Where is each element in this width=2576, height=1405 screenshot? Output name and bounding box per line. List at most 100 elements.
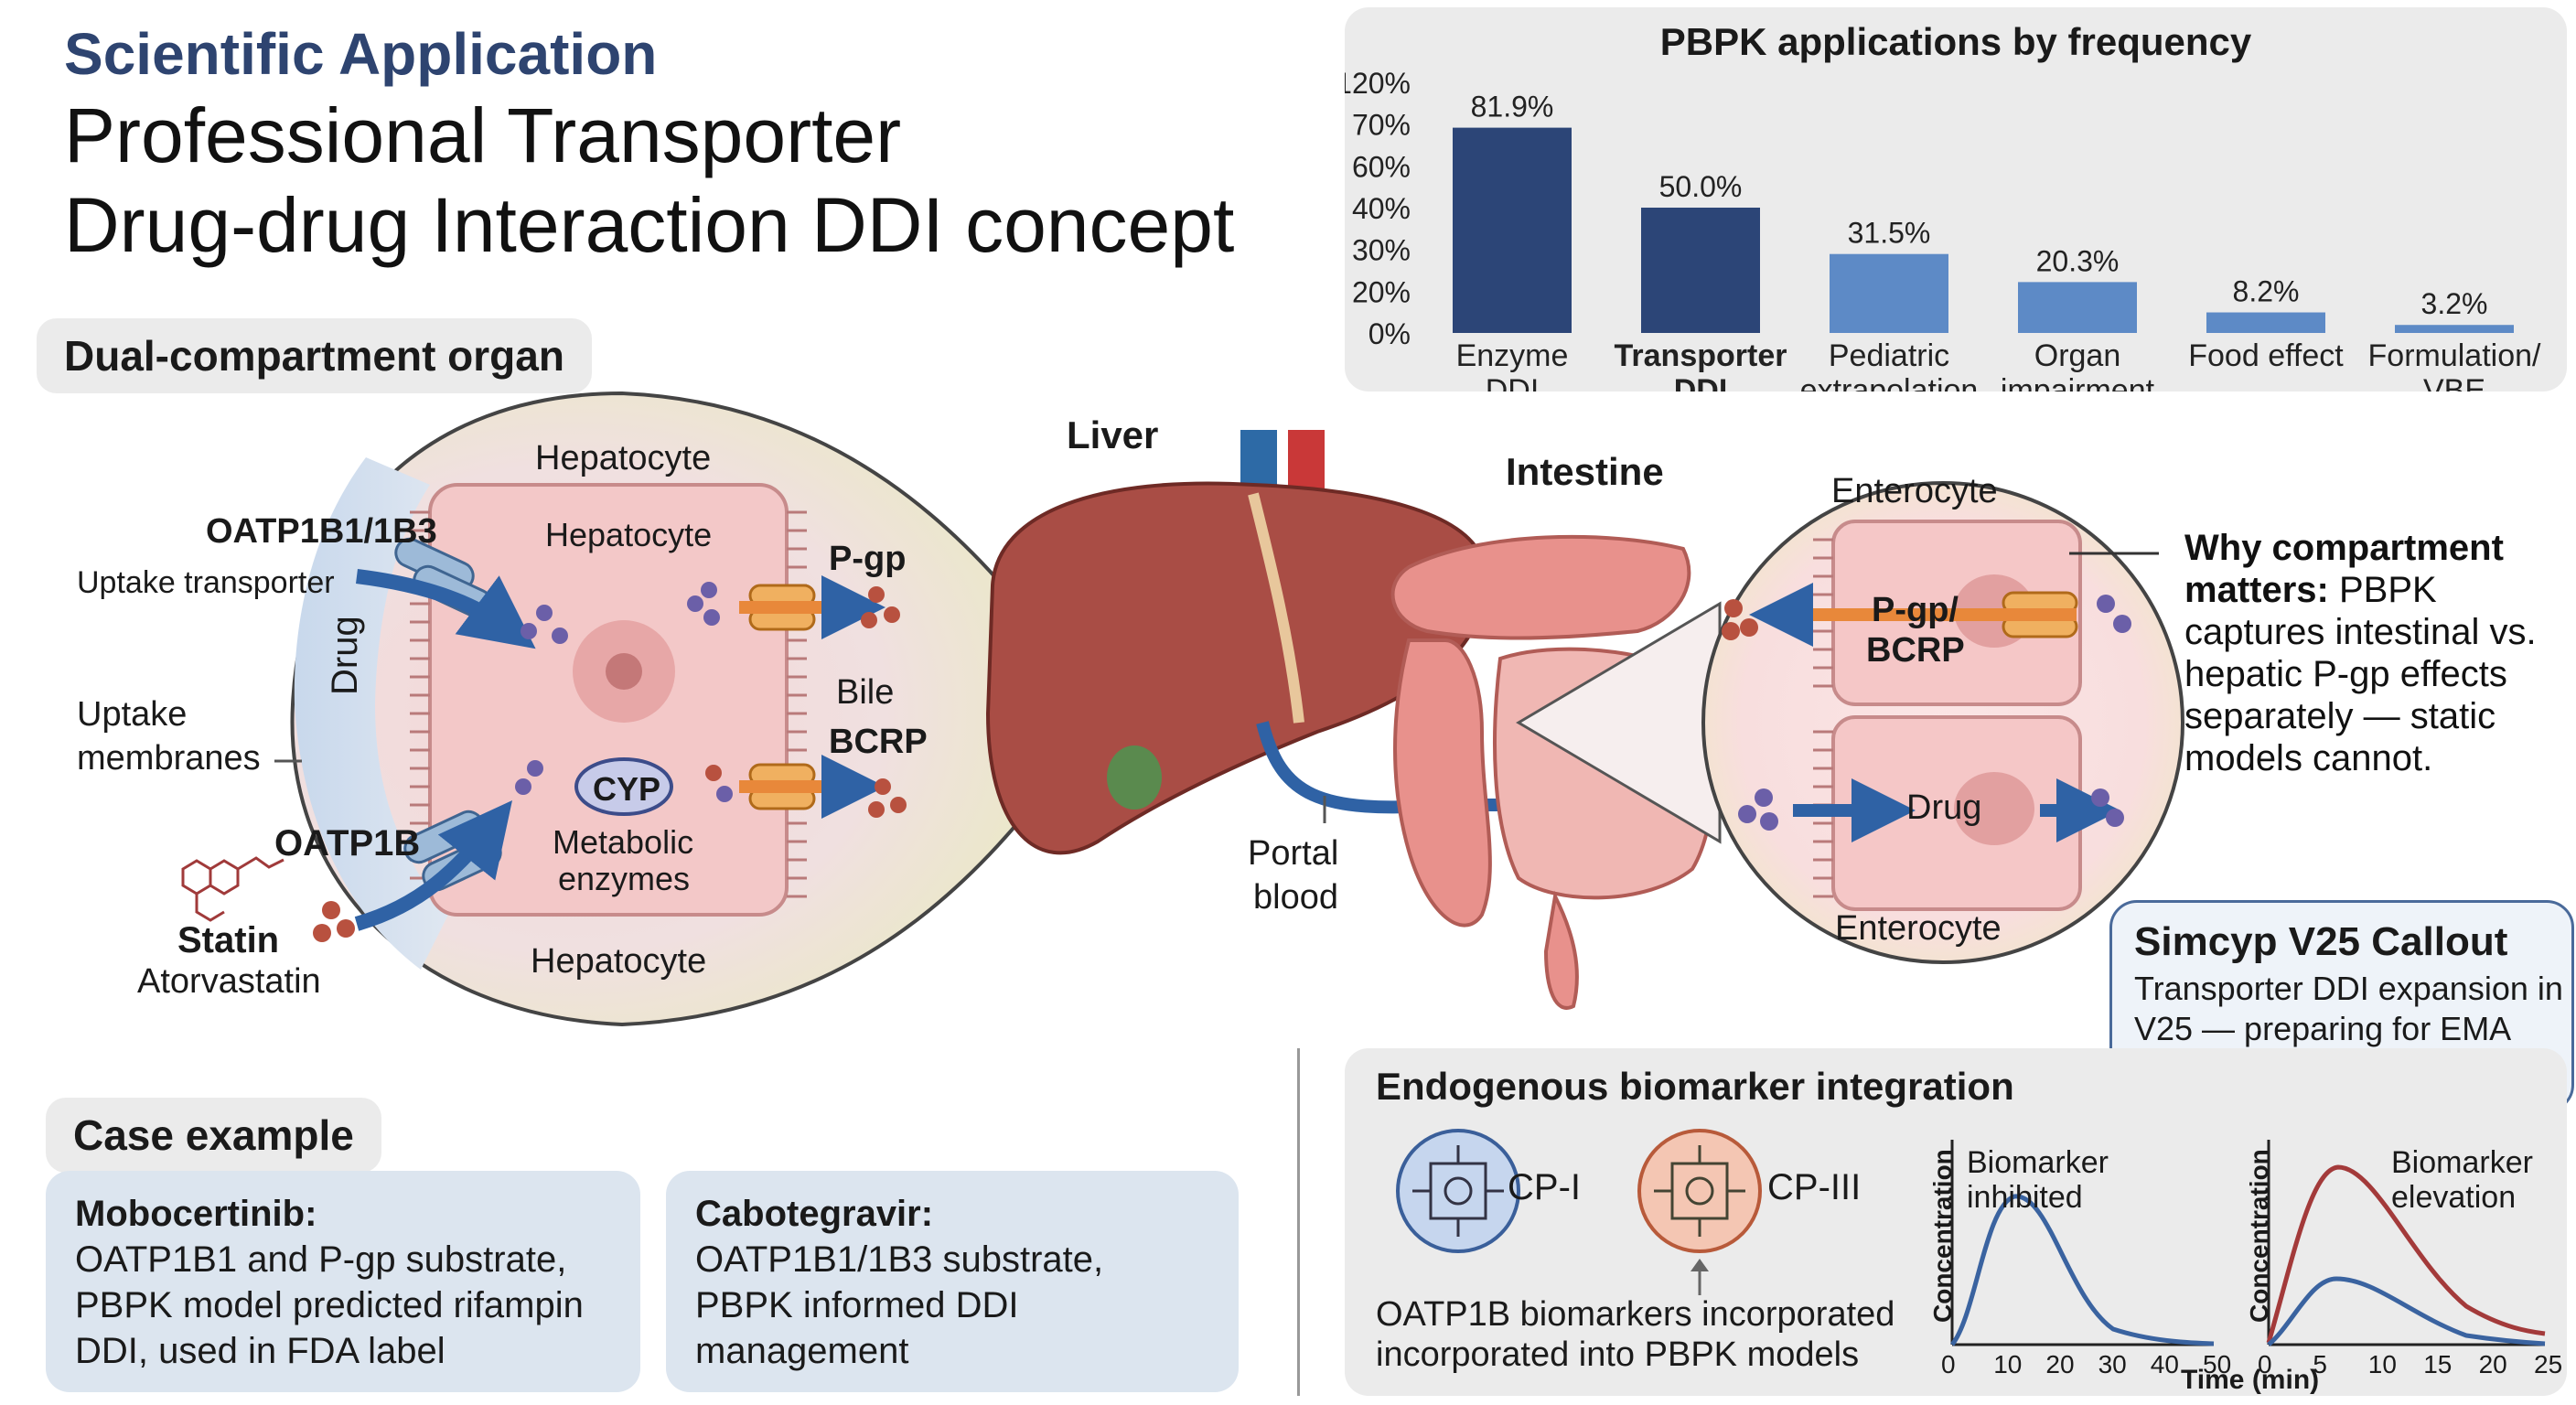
pgp-transporter-icon bbox=[739, 575, 886, 639]
category-label-line2: impairment bbox=[2001, 373, 2155, 391]
category-label: Transporter bbox=[1615, 338, 1787, 373]
intestine-drug-label: Drug bbox=[1906, 788, 1982, 827]
uptake-membranes-label-2: membranes bbox=[77, 739, 261, 778]
cp1-label: CP-I bbox=[1508, 1167, 1581, 1207]
biomarker-inhibited-plot bbox=[1949, 1140, 2215, 1346]
y-tick-label: 40% bbox=[1352, 192, 1411, 225]
metabolic-label-1: Metabolic bbox=[553, 823, 694, 861]
cyp-label: CYP bbox=[593, 770, 661, 808]
x-tick-label: 10 bbox=[1993, 1350, 2023, 1378]
bar bbox=[1641, 208, 1760, 333]
biomarker-note-1: OATP1B biomarkers incorporated bbox=[1376, 1295, 1895, 1334]
case-card-mobocertinib: Mobocertinib: OATP1B1 and P-gp substrate… bbox=[46, 1171, 640, 1392]
time-axis-label: Time (min) bbox=[2181, 1365, 2320, 1395]
plot1-label-2: inhibited bbox=[1967, 1180, 2083, 1215]
x-tick-label: 20 bbox=[2045, 1350, 2075, 1378]
hepatocyte-label-bottom: Hepatocyte bbox=[531, 942, 707, 981]
portal-label-1: Portal bbox=[1248, 834, 1339, 873]
category-label: Pediatric bbox=[1829, 338, 1949, 373]
plot2-label-1: Biomarker bbox=[2391, 1145, 2533, 1180]
y-tick-label: 0% bbox=[1368, 317, 1411, 350]
plot1-label-1: Biomarker bbox=[1967, 1145, 2109, 1180]
category-label-line2: VBE bbox=[2423, 373, 2485, 391]
category-label: Enzyme bbox=[1456, 338, 1569, 373]
case-card-cabotegravir: Cabotegravir: OATP1B1/1B3 substrate, PBP… bbox=[666, 1171, 1239, 1392]
bar-value-label: 31.5% bbox=[1848, 217, 1931, 250]
biomarker-title: Endogenous biomarker integration bbox=[1376, 1065, 2014, 1108]
why-body: PBPK captures intestinal vs. hepatic P-g… bbox=[2184, 570, 2537, 778]
plot1-y-label: Concentration bbox=[1928, 1149, 1957, 1323]
oatp1b1-1b3-label: OATP1B1/1B3 bbox=[206, 512, 437, 551]
intestine-magnifier bbox=[1516, 481, 2184, 964]
bar bbox=[2395, 325, 2514, 333]
y-tick-label: 20% bbox=[1352, 275, 1411, 308]
page-title-line-2: Drug-drug Interaction DDI concept bbox=[64, 182, 1235, 268]
bar-value-label: 20.3% bbox=[2036, 244, 2120, 277]
bar-value-label: 3.2% bbox=[2421, 287, 2488, 320]
oatp1b-label: OATP1B bbox=[274, 823, 421, 863]
category-label: Organ bbox=[2034, 338, 2121, 373]
portal-label-2: blood bbox=[1253, 878, 1338, 917]
biomarker-note-2: incorporated into PBPK models bbox=[1376, 1335, 1860, 1374]
metabolic-label-2: enzymes bbox=[558, 860, 691, 897]
y-tick-label: 30% bbox=[1352, 234, 1411, 267]
section-tag: Dual-compartment organ bbox=[37, 318, 592, 393]
y-tick-label: 60% bbox=[1352, 150, 1411, 183]
vertical-divider bbox=[1297, 1048, 1300, 1396]
callout-title: Simcyp V25 Callout bbox=[2134, 919, 2508, 964]
hepatocyte-label-top: Hepatocyte bbox=[535, 439, 712, 477]
plot2-label-2: elevation bbox=[2391, 1180, 2517, 1215]
biomarker-panel: Endogenous biomarker integration CP-I CP… bbox=[1345, 1048, 2567, 1396]
case-1-body: OATP1B1 and P-gp substrate, PBPK model p… bbox=[75, 1239, 584, 1371]
pgp-bcrp-efflux-icon bbox=[1749, 583, 2078, 647]
bile-label: Bile bbox=[836, 673, 895, 712]
chart-panel: PBPK applications by frequency 0% 20% 30% 4… bbox=[1345, 7, 2567, 391]
case-example-tag: Case example bbox=[46, 1098, 381, 1173]
enterocyte-label-top: Enterocyte bbox=[1831, 472, 1998, 510]
x-tick-label: 15 bbox=[2423, 1350, 2453, 1378]
biomarker-drawing bbox=[1396, 1129, 1762, 1295]
intestine-title: Intestine bbox=[1506, 450, 1664, 493]
liver-magnifier bbox=[181, 391, 1100, 1027]
atorvastatin-label: Atorvastatin bbox=[137, 962, 321, 1001]
why-compartment-note: Why compartment matters: PBPK captures i… bbox=[2184, 527, 2569, 779]
uptake-transporter-label: Uptake transporter bbox=[77, 565, 335, 600]
case-1-title: Mobocertinib: bbox=[75, 1194, 317, 1234]
cyp-enzyme-icon bbox=[574, 757, 673, 816]
chart-title: PBPK applications by frequency bbox=[1659, 20, 2252, 63]
x-tick-label: 40 bbox=[2150, 1350, 2179, 1378]
y-tick-label: 120% bbox=[1345, 67, 1411, 100]
x-tick-label: 25 bbox=[2534, 1350, 2563, 1378]
bar-chart: 0%20%30%40%60%70%120%81.9%EnzymeDDI50.0%… bbox=[1345, 67, 2542, 391]
bar bbox=[1830, 253, 1948, 333]
page-title-line-1: Professional Transporter bbox=[64, 92, 902, 178]
enterocyte-label-bottom: Enterocyte bbox=[1835, 909, 2002, 948]
x-tick-label: 20 bbox=[2478, 1350, 2507, 1378]
liver-title: Liver bbox=[1067, 413, 1159, 456]
category-label-line2: extrapolation bbox=[1800, 373, 1979, 391]
cp3-porphyrin-icon bbox=[1637, 1129, 1762, 1253]
x-tick-label: 5 bbox=[2313, 1350, 2327, 1378]
statin-molecule-icon bbox=[181, 856, 284, 922]
bar bbox=[2018, 282, 2137, 333]
bcrp-transporter-icon bbox=[739, 755, 886, 819]
x-tick-label: 10 bbox=[2367, 1350, 2397, 1378]
category-label: Formulation/ bbox=[2368, 338, 2542, 373]
case-2-title: Cabotegravir: bbox=[695, 1194, 934, 1234]
plot2-y-label: Concentration bbox=[2245, 1149, 2273, 1323]
bar-value-label: 8.2% bbox=[2233, 275, 2300, 308]
hepatocyte-label-inner: Hepatocyte bbox=[545, 516, 713, 553]
cp3-label: CP-III bbox=[1767, 1167, 1862, 1207]
why-heading: Why compartment matters: bbox=[2184, 528, 2504, 610]
drug-zone-label: Drug bbox=[325, 616, 365, 695]
statin-label: Statin bbox=[177, 920, 280, 960]
pgp-bcrp-label-2: BCRP bbox=[1866, 631, 1965, 670]
x-tick-label: 50 bbox=[2203, 1350, 2232, 1378]
cp1-porphyrin-icon bbox=[1396, 1129, 1520, 1253]
x-tick-label: 30 bbox=[2098, 1350, 2127, 1378]
uptake-membranes-label-1: Uptake bbox=[77, 695, 188, 734]
y-tick-label: 70% bbox=[1352, 109, 1411, 142]
bar bbox=[2206, 312, 2325, 333]
eyebrow-title: Scientific Application bbox=[64, 21, 658, 87]
